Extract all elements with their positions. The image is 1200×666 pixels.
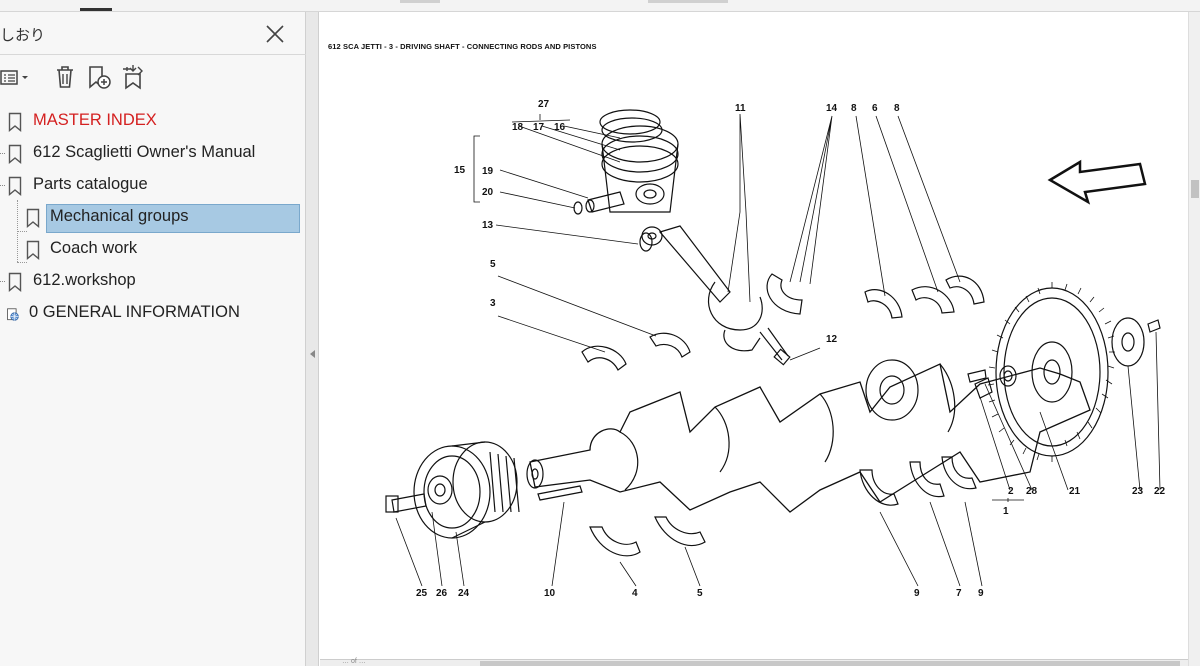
close-icon[interactable]	[263, 22, 287, 46]
svg-text:9: 9	[914, 588, 920, 599]
svg-text:18: 18	[512, 122, 524, 133]
bookmark-label: 612 Scaglietti Owner's Manual	[33, 143, 256, 161]
collapse-arrow-icon[interactable]	[310, 350, 315, 358]
web-link-icon	[7, 308, 19, 321]
svg-text:5: 5	[697, 588, 703, 599]
svg-text:20: 20	[482, 187, 494, 198]
svg-text:23: 23	[1132, 486, 1144, 497]
document-page: 612 SCA JETTI - 3 - DRIVING SHAFT - CONN…	[320, 12, 1188, 666]
bookmark-coach-work[interactable]: Coach work	[0, 236, 306, 264]
svg-text:8: 8	[851, 103, 857, 114]
svg-text:21: 21	[1069, 486, 1081, 497]
vertical-scrollbar[interactable]	[1188, 12, 1200, 666]
bookmark-general-information[interactable]: 0 GENERAL INFORMATION	[0, 300, 306, 328]
active-tab-indicator	[80, 8, 112, 11]
bookmark-add-icon[interactable]	[84, 62, 114, 92]
scroll-thumb[interactable]	[1191, 180, 1199, 198]
svg-text:9: 9	[978, 588, 984, 599]
bookmark-label: Mechanical groups	[50, 207, 189, 225]
svg-text:17: 17	[533, 122, 545, 133]
bottom-status-strip: … of …	[320, 658, 1188, 666]
bookmark-label: Coach work	[50, 239, 138, 257]
bookmark-612-workshop[interactable]: 612.workshop	[0, 268, 306, 296]
horizontal-scroll-thumb[interactable]	[480, 661, 1180, 666]
document-header: 612 SCA JETTI - 3 - DRIVING SHAFT - CONN…	[328, 42, 597, 51]
bookmark-icon	[26, 240, 40, 260]
svg-text:25: 25	[416, 588, 428, 599]
svg-text:14: 14	[826, 103, 838, 114]
tree-connector	[17, 231, 27, 232]
bookmark-mechanical-groups[interactable]: Mechanical groups	[0, 204, 306, 233]
svg-text:28: 28	[1026, 486, 1038, 497]
list-options-icon[interactable]	[0, 62, 34, 92]
svg-text:7: 7	[956, 588, 962, 599]
exploded-parts-diagram: 27 18 17 16 15 19 20 13 11 14 8 6 8 5 3 …	[385, 99, 1166, 599]
toolbar-control[interactable]	[648, 0, 728, 3]
svg-text:6: 6	[872, 103, 878, 114]
bookmark-master-index[interactable]: MASTER INDEX	[0, 108, 306, 136]
bookmark-icon	[8, 144, 22, 164]
svg-text:5: 5	[490, 259, 496, 270]
tree-connector	[17, 262, 27, 263]
bookmark-parts-catalogue[interactable]: Parts catalogue	[0, 172, 306, 200]
panel-divider	[0, 54, 306, 55]
bookmark-icon	[8, 176, 22, 196]
svg-text:19: 19	[482, 166, 494, 177]
bookmark-label: 612.workshop	[33, 271, 136, 289]
svg-text:3: 3	[490, 298, 496, 309]
bookmark-icon	[8, 272, 22, 292]
svg-text:22: 22	[1154, 486, 1166, 497]
svg-text:10: 10	[544, 588, 556, 599]
page-info: … of …	[342, 658, 366, 665]
toolbar-control[interactable]	[400, 0, 440, 3]
svg-text:15: 15	[454, 165, 466, 176]
svg-text:27: 27	[538, 99, 550, 110]
top-toolbar-strip	[0, 0, 1200, 12]
svg-text:2: 2	[1008, 486, 1014, 497]
svg-text:8: 8	[894, 103, 900, 114]
bookmark-icon	[26, 208, 40, 228]
expand-toggle[interactable]	[0, 281, 5, 282]
bookmark-label: 0 GENERAL INFORMATION	[29, 303, 240, 321]
expand-toggle[interactable]	[0, 185, 5, 186]
svg-text:24: 24	[458, 588, 470, 599]
panel-title: しおり	[0, 27, 46, 44]
svg-text:11: 11	[735, 103, 746, 114]
svg-text:16: 16	[554, 122, 566, 133]
expand-toggle[interactable]	[0, 153, 5, 154]
bookmarks-panel: しおり	[0, 12, 306, 666]
bookmark-label: MASTER INDEX	[33, 111, 157, 129]
selection-highlight	[46, 204, 300, 233]
bookmark-owners-manual[interactable]: 612 Scaglietti Owner's Manual	[0, 140, 306, 168]
svg-text:26: 26	[436, 588, 448, 599]
svg-text:13: 13	[482, 220, 494, 231]
trash-icon[interactable]	[50, 62, 80, 92]
svg-text:1: 1	[1003, 506, 1009, 517]
panel-splitter[interactable]	[306, 12, 319, 666]
svg-text:4: 4	[632, 588, 638, 599]
bookmark-label: Parts catalogue	[33, 175, 148, 193]
bookmark-goto-icon[interactable]	[118, 62, 148, 92]
bookmark-icon	[8, 112, 22, 132]
svg-text:12: 12	[826, 334, 838, 345]
